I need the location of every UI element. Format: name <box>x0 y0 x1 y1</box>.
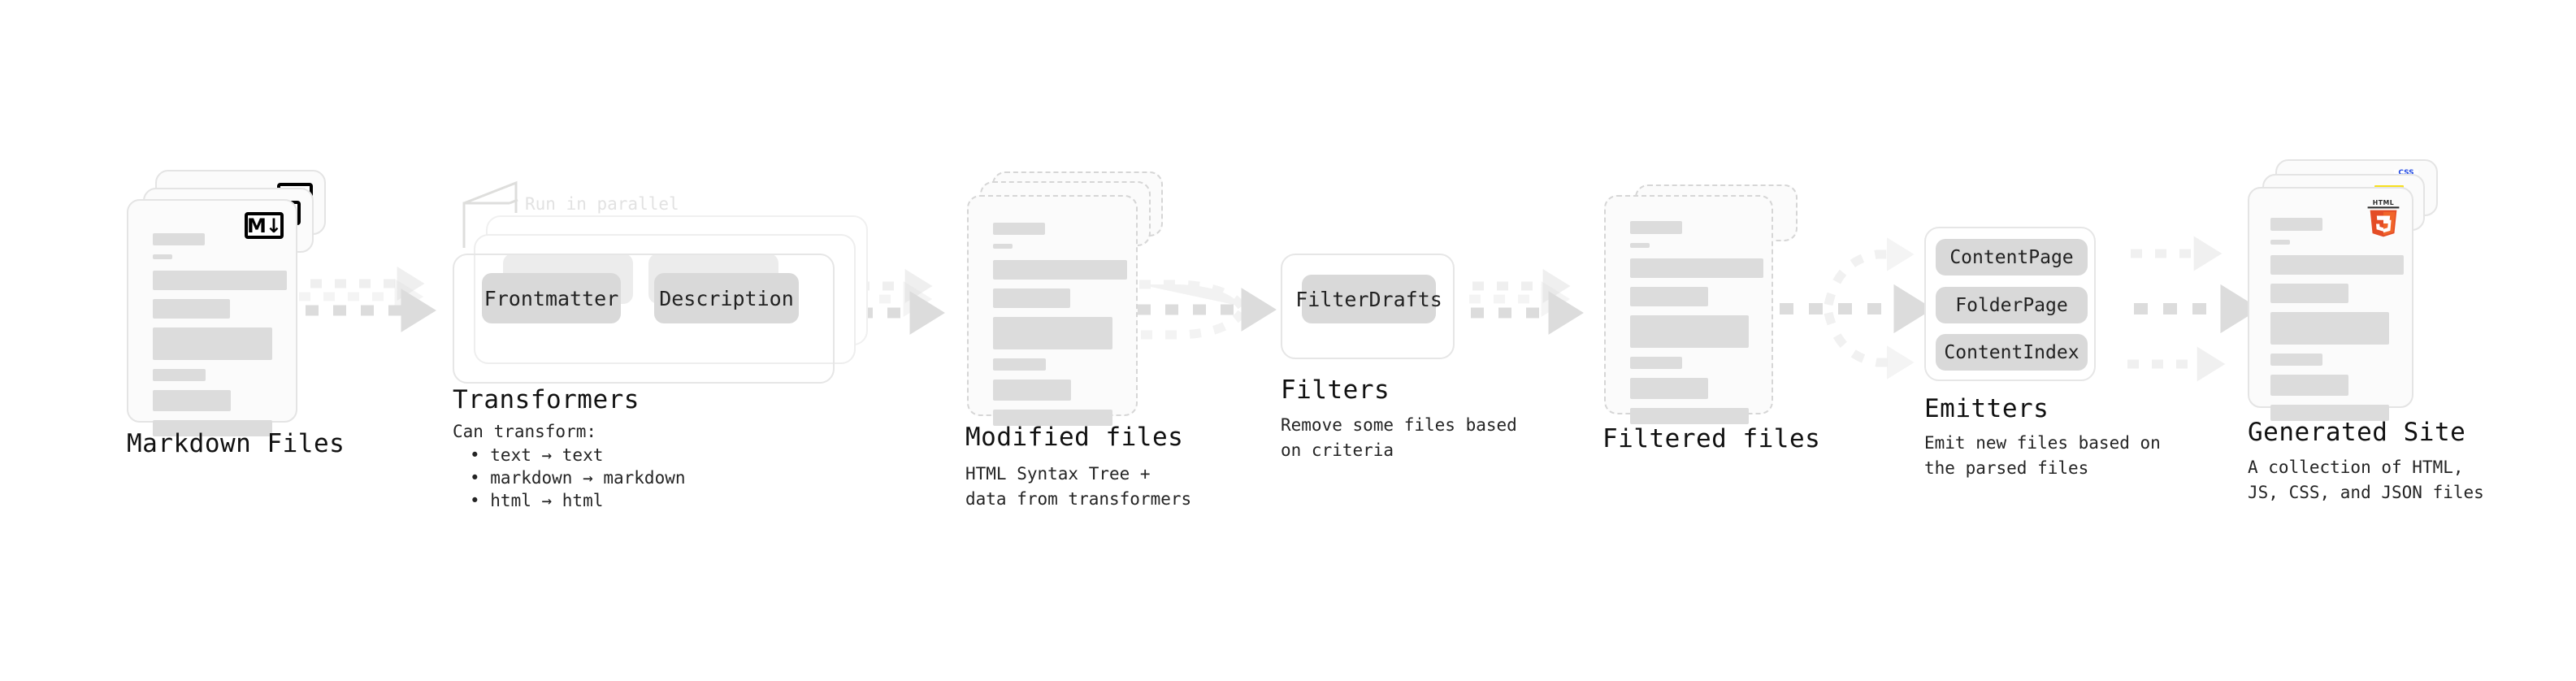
transformer-pill-description[interactable]: Description <box>654 273 799 323</box>
arrow-filters-to-filtered <box>1469 269 1584 335</box>
content-bar <box>993 317 1112 349</box>
content-bar <box>1630 221 1682 234</box>
content-bar <box>993 410 1112 426</box>
run-in-parallel-label: Run in parallel <box>525 194 679 214</box>
emitters-subtitle: Emit new files based on the parsed files <box>1924 433 2161 479</box>
transformers-title: Transformers <box>453 385 640 414</box>
content-bar <box>2270 405 2389 421</box>
filters-pill-filterdrafts[interactable]: FilterDrafts <box>1295 275 1442 323</box>
html5-icon: HTML <box>2366 198 2400 239</box>
filters-subtitle: Remove some files based on criteria <box>1281 415 1517 461</box>
content-bar <box>2270 284 2348 303</box>
arrow-filtered-to-emitters <box>1780 237 1933 380</box>
content-bar <box>2270 312 2389 345</box>
transformers-bullet-1: • markdown → markdown <box>470 468 686 488</box>
content-bar <box>993 260 1127 280</box>
content-bar <box>153 369 206 381</box>
content-bar <box>1630 315 1749 348</box>
content-bar <box>2270 240 2290 245</box>
filters-title: Filters <box>1281 375 1390 405</box>
content-bar <box>153 233 205 245</box>
content-bar <box>993 223 1045 235</box>
content-bar <box>153 254 172 259</box>
content-bar <box>153 299 230 319</box>
content-bar <box>993 380 1071 401</box>
content-bar <box>1630 258 1763 278</box>
emitters-pill-contentindex[interactable]: ContentIndex <box>1936 334 2088 371</box>
markdown-files-title: Markdown Files <box>127 429 345 458</box>
content-bar <box>153 390 231 411</box>
content-bar <box>153 420 272 436</box>
site-content-bars <box>2270 218 2404 430</box>
modified-content-bars <box>993 223 1127 435</box>
modified-files-title: Modified files <box>965 423 1184 452</box>
emitters-title: Emitters <box>1924 394 2049 423</box>
markdown-card-front: M↓ <box>127 199 297 436</box>
filtered-files-title: Filtered files <box>1602 424 1821 453</box>
markdown-content-bars <box>153 233 287 445</box>
content-bar <box>993 244 1013 249</box>
svg-text:HTML: HTML <box>2373 199 2395 206</box>
transformers-subtitle: Can transform: <box>453 422 597 441</box>
filtered-card-front <box>1604 195 1773 424</box>
css-badge-label: CSS <box>2398 169 2414 177</box>
content-bar <box>153 327 272 360</box>
content-bar <box>1630 357 1682 369</box>
content-bar <box>1630 287 1708 306</box>
modified-card-front <box>967 195 1138 426</box>
content-bar <box>2270 354 2322 366</box>
content-bar <box>2270 375 2348 396</box>
emitters-pill-contentpage[interactable]: ContentPage <box>1936 239 2088 275</box>
content-bar <box>993 358 1046 371</box>
emitters-group: ContentPage FolderPage ContentIndex <box>1924 227 2096 381</box>
arrow-emitters-to-site <box>2127 236 2260 382</box>
transformer-pill-frontmatter[interactable]: Frontmatter <box>482 273 621 323</box>
transformers-bullet-0: • text → text <box>470 445 604 465</box>
markdown-badge-front: M↓ <box>245 212 284 239</box>
filters-group: FilterDrafts <box>1281 254 1455 359</box>
generated-site-title: Generated Site <box>2248 418 2466 447</box>
transformer-group-front: Frontmatter Description <box>453 254 835 384</box>
arrow-markdown-to-transformers <box>299 267 436 332</box>
emitters-pill-folderpage[interactable]: FolderPage <box>1936 287 2088 323</box>
content-bar <box>1630 243 1650 248</box>
filtered-content-bars <box>1630 221 1763 433</box>
generated-site-subtitle: A collection of HTML, JS, CSS, and JSON … <box>2248 458 2484 503</box>
site-card-front: HTML <box>2248 187 2413 421</box>
content-bar <box>2270 218 2322 231</box>
content-bar <box>1630 378 1708 399</box>
modified-files-subtitle: HTML Syntax Tree + data from transformer… <box>965 464 1192 510</box>
content-bar <box>1630 408 1749 424</box>
content-bar <box>993 288 1070 308</box>
content-bar <box>153 271 287 290</box>
content-bar <box>2270 255 2404 275</box>
transformers-bullet-2: • html → html <box>470 491 604 510</box>
arrow-modified-to-filters <box>1138 280 1277 340</box>
